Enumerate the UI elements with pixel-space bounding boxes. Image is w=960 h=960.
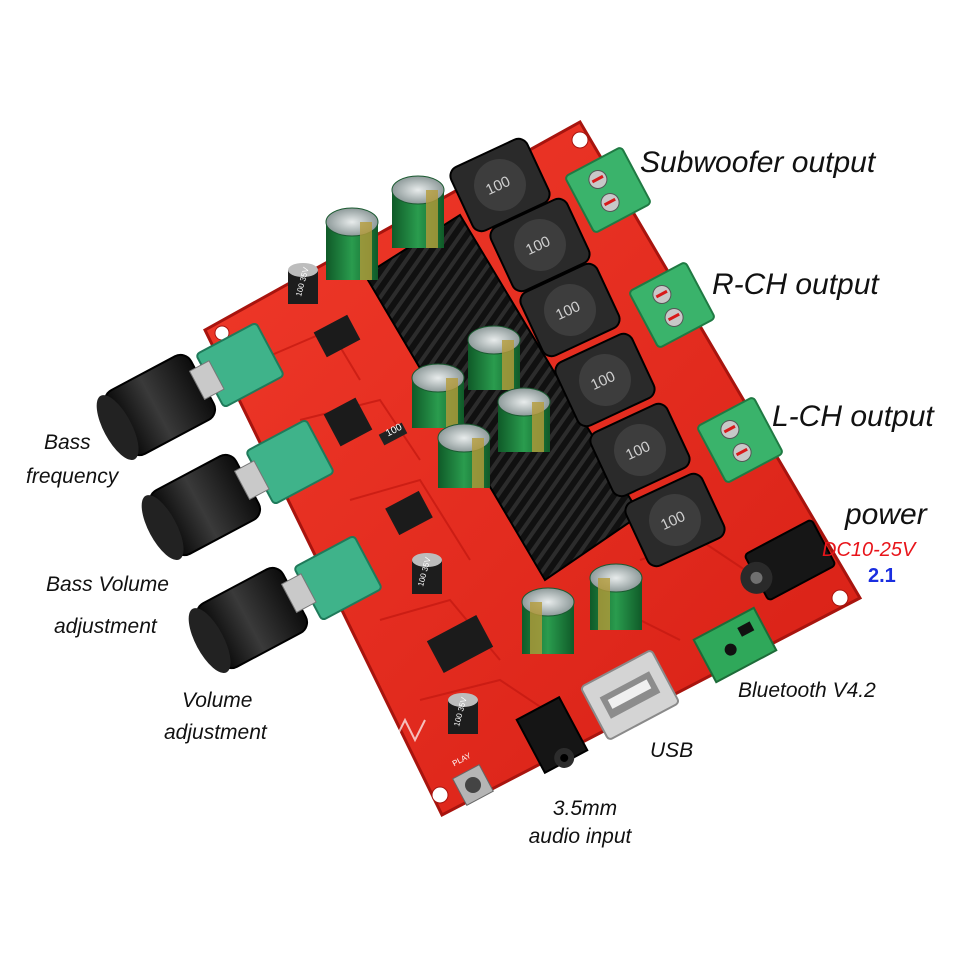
screw-terminal-right (629, 262, 715, 348)
label-usb: USB (650, 739, 694, 762)
knob-bass-volume (141, 453, 270, 560)
play-button (452, 764, 494, 806)
knob-bass-frequency (96, 353, 225, 460)
label-volume-line2: adjustment (164, 721, 267, 744)
label-power: power (845, 498, 927, 531)
mounting-hole (431, 786, 449, 804)
label-audio-input-line1: 3.5mm (552, 797, 618, 820)
mounting-hole (831, 589, 849, 607)
capacitor (391, 175, 445, 248)
label-volume-line1: Volume (182, 689, 253, 712)
smd-resistor (378, 422, 408, 446)
inductor (554, 332, 656, 428)
label-power-channels: 2.1 (868, 565, 896, 587)
inductor (449, 137, 551, 233)
antenna-trace (384, 717, 426, 743)
ic-chip (323, 397, 373, 447)
bluetooth-module (692, 606, 778, 684)
capacitors (325, 175, 643, 654)
label-bass-frequency-line1: Bass (44, 431, 91, 454)
usb-port (581, 650, 679, 740)
ic-chip (313, 314, 361, 358)
label-l-ch-output: L-CH output (772, 400, 934, 433)
capacitor (589, 563, 643, 630)
label-bluetooth: Bluetooth V4.2 (738, 679, 876, 702)
inductor (589, 402, 691, 498)
chips (313, 314, 494, 674)
label-bass-frequency-line2: frequency (26, 465, 119, 488)
small-capacitors (288, 263, 478, 734)
capacitor (467, 325, 521, 390)
inductor-array (449, 137, 726, 568)
dc-power-jack (740, 519, 836, 601)
small-capacitor (412, 553, 442, 594)
inductor (519, 262, 621, 358)
screw-terminal-left (697, 397, 783, 483)
knob-volume (188, 566, 317, 673)
mounting-hole (571, 131, 589, 149)
label-power-voltage: DC10-25V (822, 539, 916, 561)
ic-chip (385, 490, 433, 536)
label-subwoofer-output: Subwoofer output (640, 146, 876, 179)
label-audio-input-line2: audio input (528, 825, 632, 848)
capacitor (497, 387, 551, 452)
label-r-ch-output: R-CH output (712, 268, 879, 301)
label-bass-volume-line2: adjustment (54, 615, 157, 638)
inductor (489, 197, 591, 293)
ic-chip (426, 614, 494, 674)
audio-jack (515, 695, 589, 775)
capacitor (411, 363, 465, 428)
small-capacitor (448, 693, 478, 734)
capacitor (521, 587, 575, 654)
capacitor (437, 423, 491, 488)
screw-terminal-subwoofer (565, 147, 651, 233)
capacitor (325, 207, 379, 280)
label-bass-volume-line1: Bass Volume (46, 573, 169, 596)
inductor (624, 472, 726, 568)
small-capacitor (288, 263, 318, 304)
